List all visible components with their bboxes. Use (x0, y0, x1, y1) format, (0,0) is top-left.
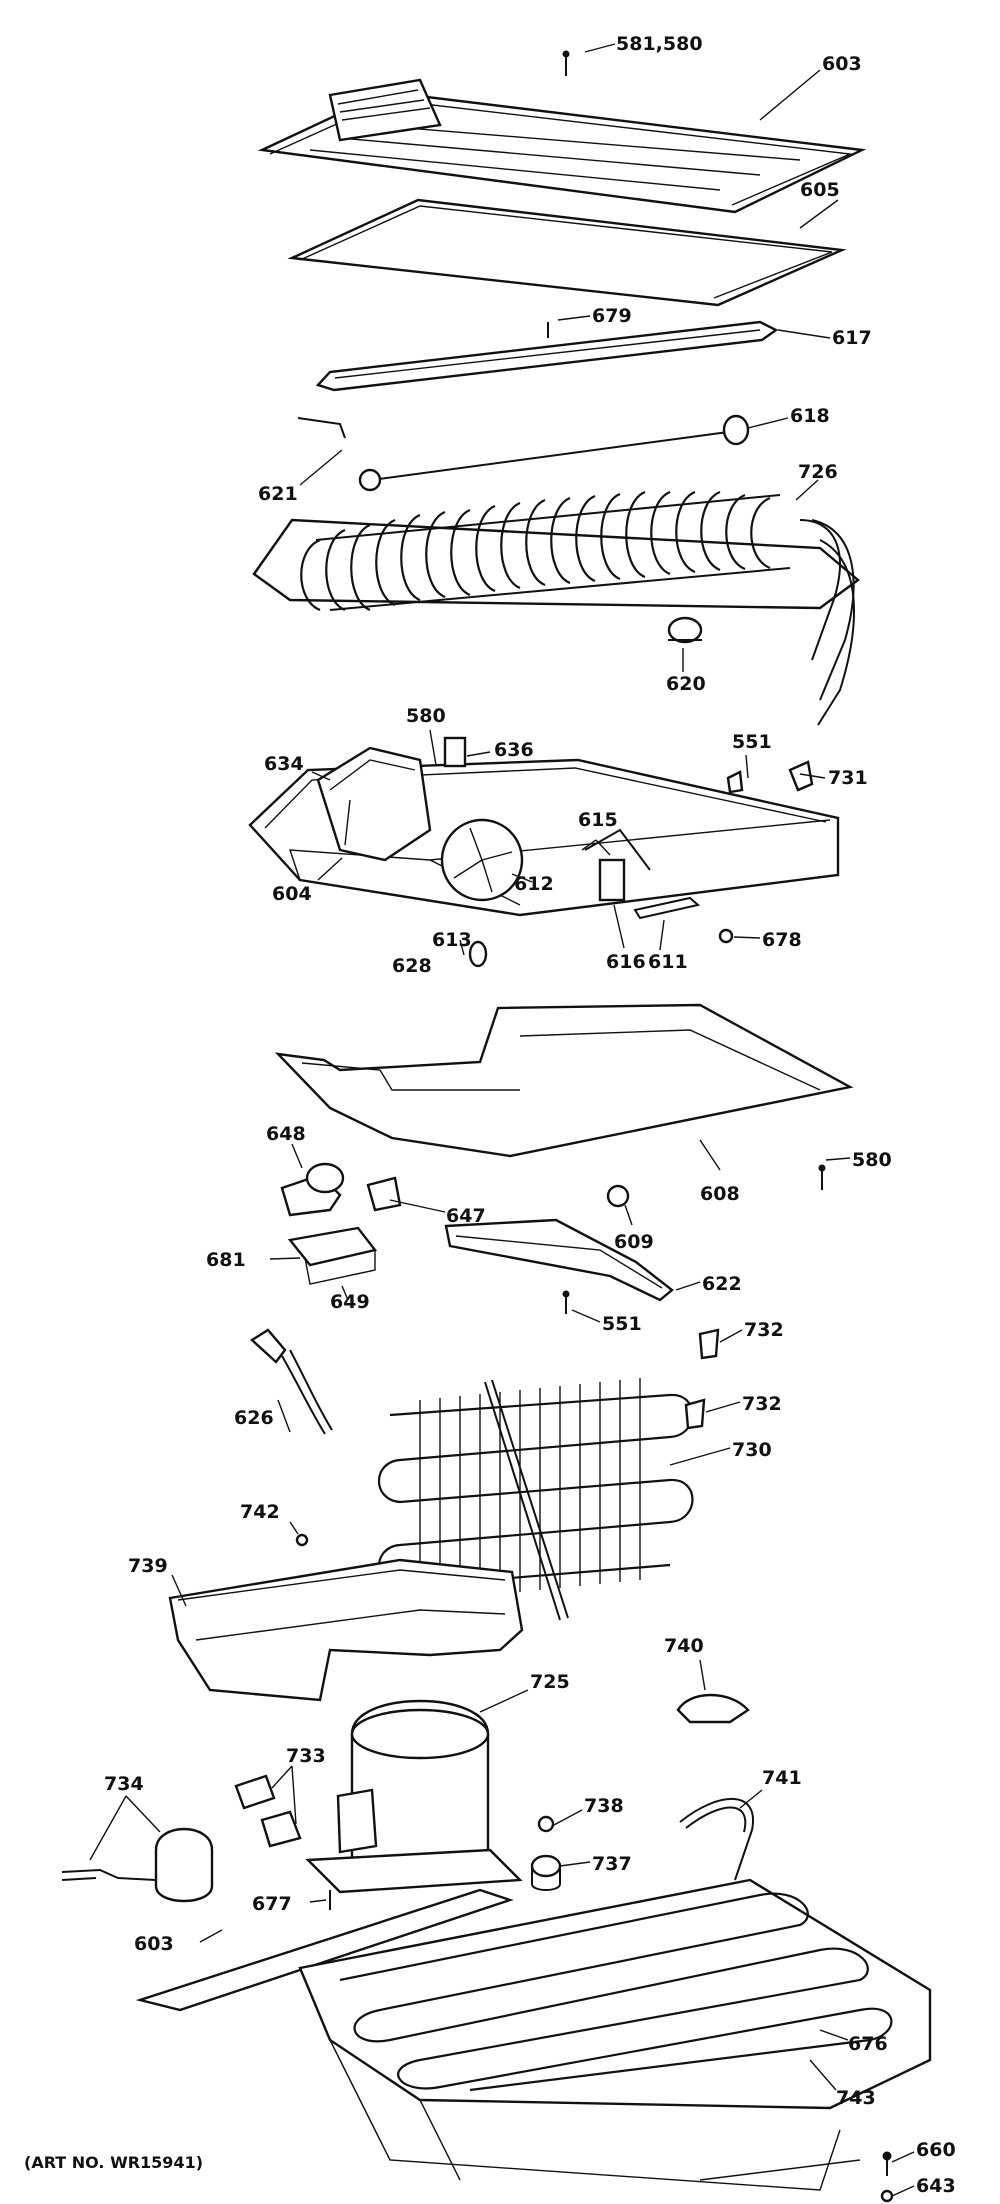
callout-732-upper: 732 (744, 1319, 784, 1341)
callout-731: 731 (828, 767, 868, 789)
drain-pan-part (168, 1558, 524, 1702)
callout-739: 739 (128, 1555, 168, 1577)
callout-617: 617 (832, 327, 872, 349)
callout-581-580: 581,580 (616, 33, 703, 55)
mounting-bracket-part (287, 1226, 378, 1285)
callout-608: 608 (700, 1183, 740, 1205)
callout-609: 609 (614, 1231, 654, 1253)
callout-677: 677 (252, 1893, 292, 1915)
bracket-part (315, 320, 779, 392)
drain-clip-part (676, 1693, 750, 1724)
callout-628: 628 (392, 955, 432, 977)
callout-660: 660 (916, 2139, 956, 2161)
callout-634: 634 (264, 753, 304, 775)
callout-612: 612 (514, 873, 554, 895)
callout-616: 616 (606, 951, 646, 973)
callout-740: 740 (664, 1635, 704, 1657)
callout-620: 620 (666, 673, 706, 695)
clip-part (698, 1328, 720, 1360)
small-fitting-parts (468, 760, 814, 968)
art-number-label: (ART NO. WR15941) (24, 2153, 203, 2172)
small-screw-part (295, 1533, 309, 1547)
cover-panel-part (287, 198, 847, 307)
callout-551-upper: 551 (732, 731, 772, 753)
top-cover-part (257, 78, 867, 214)
callout-743: 743 (836, 2087, 876, 2109)
callout-734: 734 (104, 1773, 144, 1795)
callout-742: 742 (240, 1501, 280, 1523)
fan-motor-part (280, 1162, 402, 1217)
screw-part (818, 1164, 826, 1190)
fan-cover-plate-part (274, 1003, 854, 1158)
callout-741: 741 (762, 1767, 802, 1789)
callout-611: 611 (648, 951, 688, 973)
grommet-part (530, 1815, 562, 1891)
callout-621: 621 (258, 483, 298, 505)
evaporator-coil-part (252, 490, 860, 726)
callout-679: 679 (592, 305, 632, 327)
screw-part (880, 2151, 894, 2203)
callout-676: 676 (848, 2033, 888, 2055)
tube-part (679, 1798, 755, 1881)
callout-737: 737 (592, 1853, 632, 1875)
callout-725: 725 (530, 1671, 570, 1693)
callout-649: 649 (330, 1291, 370, 1313)
callout-622: 622 (702, 1273, 742, 1295)
relay-part (234, 1774, 302, 1848)
callout-732-lower: 732 (742, 1393, 782, 1415)
capacitor-part (61, 1827, 214, 1903)
callout-615: 615 (578, 809, 618, 831)
fan-housing-part (248, 736, 840, 920)
callout-738: 738 (584, 1795, 624, 1817)
callout-labels: 581,580 603 605 679 617 618 621 726 620 … (24, 33, 956, 2197)
grommet-part (606, 1184, 630, 1208)
leader-lines (89, 43, 915, 2197)
callout-551-lower: 551 (602, 1313, 642, 1335)
callout-626: 626 (234, 1407, 274, 1429)
screw-part (562, 50, 570, 76)
callout-618: 618 (790, 405, 830, 427)
callout-678: 678 (762, 929, 802, 951)
callout-603-top: 603 (822, 53, 862, 75)
base-pan-part (135, 1878, 932, 2191)
callout-733: 733 (286, 1745, 326, 1767)
callout-613: 613 (432, 929, 472, 951)
power-cord-part (250, 1328, 333, 1435)
callout-603-lower: 603 (134, 1933, 174, 1955)
callout-647: 647 (446, 1205, 486, 1227)
air-duct-part (444, 1218, 674, 1302)
callout-636: 636 (494, 739, 534, 761)
callout-580-lower: 580 (852, 1149, 892, 1171)
callout-726: 726 (798, 461, 838, 483)
rod-part (297, 414, 750, 492)
callout-643: 643 (916, 2175, 956, 2197)
callout-580-upper: 580 (406, 705, 446, 727)
thermostat-part (667, 616, 703, 644)
callout-681: 681 (206, 1249, 246, 1271)
callout-605: 605 (800, 179, 840, 201)
callout-648: 648 (266, 1123, 306, 1145)
compressor-part (305, 1699, 523, 1894)
callout-604: 604 (272, 883, 312, 905)
screw-part (562, 1290, 570, 1314)
callout-730: 730 (732, 1439, 772, 1461)
clip-part (684, 1398, 706, 1430)
